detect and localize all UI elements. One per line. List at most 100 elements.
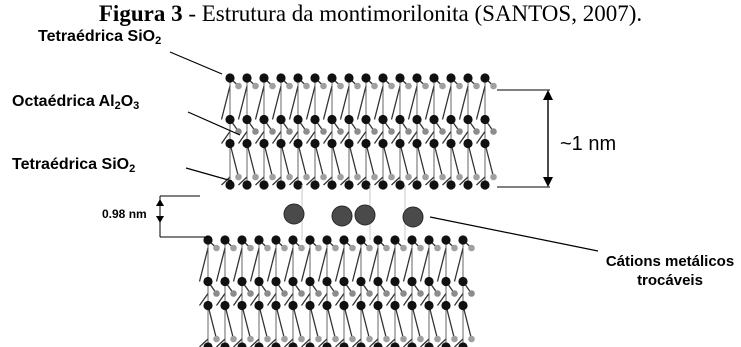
silicon-atom (456, 83, 463, 90)
oxygen-atom (441, 277, 450, 286)
silicon-atom (388, 83, 395, 90)
lower-silicate-layer (200, 235, 475, 347)
silicon-atom (456, 174, 463, 181)
gap-arrow-down (156, 216, 164, 223)
oxygen-atom (339, 342, 348, 347)
silicon-atom (400, 245, 407, 252)
atoms (203, 235, 474, 347)
aluminium-atom (286, 128, 293, 135)
oxygen-atom (322, 342, 331, 347)
aluminium-atom (417, 290, 424, 297)
oxygen-atom (361, 180, 370, 189)
oxygen-atom (327, 115, 336, 124)
silicon-atom (298, 245, 305, 252)
bracket-arrow-down (543, 177, 553, 187)
oxygen-atom (407, 301, 416, 310)
silicon-atom (281, 336, 288, 343)
silicon-atom (383, 245, 390, 252)
oxygen-atom (361, 139, 370, 148)
silicon-atom (320, 174, 327, 181)
oxygen-atom (344, 73, 353, 82)
oxygen-atom (429, 73, 438, 82)
silicon-atom (315, 336, 322, 343)
oxygen-atom (356, 301, 365, 310)
oxygen-atom (220, 342, 229, 347)
oxygen-atom (344, 139, 353, 148)
oxygen-atom (480, 115, 489, 124)
oxygen-atom (327, 180, 336, 189)
oxygen-atom (225, 139, 234, 148)
oxygen-atom (446, 115, 455, 124)
silicon-atom (405, 83, 412, 90)
silicon-atom (247, 336, 254, 343)
silicon-atom (281, 245, 288, 252)
oxygen-atom (259, 73, 268, 82)
silicon-atom (337, 83, 344, 90)
atoms (225, 73, 496, 189)
oxygen-atom (271, 277, 280, 286)
aluminium-atom (383, 290, 390, 297)
oxygen-atom (412, 115, 421, 124)
bracket-arrow-up (543, 90, 553, 100)
oxygen-atom (378, 115, 387, 124)
oxygen-atom (254, 342, 263, 347)
oxygen-atom (361, 73, 370, 82)
silicon-atom (269, 174, 276, 181)
gap-arrow-up (156, 199, 164, 206)
oxygen-atom (271, 342, 280, 347)
oxygen-atom (259, 115, 268, 124)
oxygen-atom (305, 277, 314, 286)
silicon-atom (405, 174, 412, 181)
aluminium-atom (371, 128, 378, 135)
oxygen-atom (310, 115, 319, 124)
silicon-atom (422, 174, 429, 181)
oxygen-atom (322, 235, 331, 244)
silicon-atom (303, 174, 310, 181)
silicon-atom (264, 336, 271, 343)
oxygen-atom (441, 301, 450, 310)
oxygen-atom (220, 235, 229, 244)
oxygen-atom (254, 277, 263, 286)
aluminium-atom (320, 128, 327, 135)
oxygen-atom (237, 301, 246, 310)
oxygen-atom (339, 277, 348, 286)
silicon-atom (451, 245, 458, 252)
oxygen-atom (203, 301, 212, 310)
oxygen-atom (390, 277, 399, 286)
silicon-atom (468, 336, 475, 343)
annotation-lines (156, 52, 598, 251)
aluminium-atom (439, 128, 446, 135)
oxygen-atom (220, 301, 229, 310)
aluminium-atom (400, 290, 407, 297)
oxygen-atom (463, 73, 472, 82)
silicon-atom (213, 245, 220, 252)
oxygen-atom (480, 139, 489, 148)
silicon-atom (298, 336, 305, 343)
oxygen-atom (458, 342, 467, 347)
oxygen-atom (322, 277, 331, 286)
oxygen-atom (344, 180, 353, 189)
label-tetrahedral-middle: Tetraédrica SiO2 (12, 156, 135, 174)
oxygen-atom (424, 342, 433, 347)
silicon-atom (349, 245, 356, 252)
oxygen-atom (310, 73, 319, 82)
silicon-atom (235, 83, 242, 90)
oxygen-atom (310, 139, 319, 148)
oxygen-atom (242, 73, 251, 82)
cation-sphere (355, 205, 375, 225)
oxygen-atom (378, 73, 387, 82)
cation-sphere (284, 204, 304, 224)
oxygen-atom (271, 235, 280, 244)
oxygen-atom (305, 342, 314, 347)
oxygen-atom (293, 115, 302, 124)
silicon-atom (473, 174, 480, 181)
cation-sphere (403, 207, 423, 227)
oxygen-atom (429, 139, 438, 148)
silicon-atom (235, 174, 242, 181)
oxygen-atom (276, 115, 285, 124)
silicon-atom (269, 83, 276, 90)
oxygen-atom (305, 235, 314, 244)
silicon-atom (371, 174, 378, 181)
silicon-atom (252, 83, 259, 90)
silicon-atom (439, 174, 446, 181)
